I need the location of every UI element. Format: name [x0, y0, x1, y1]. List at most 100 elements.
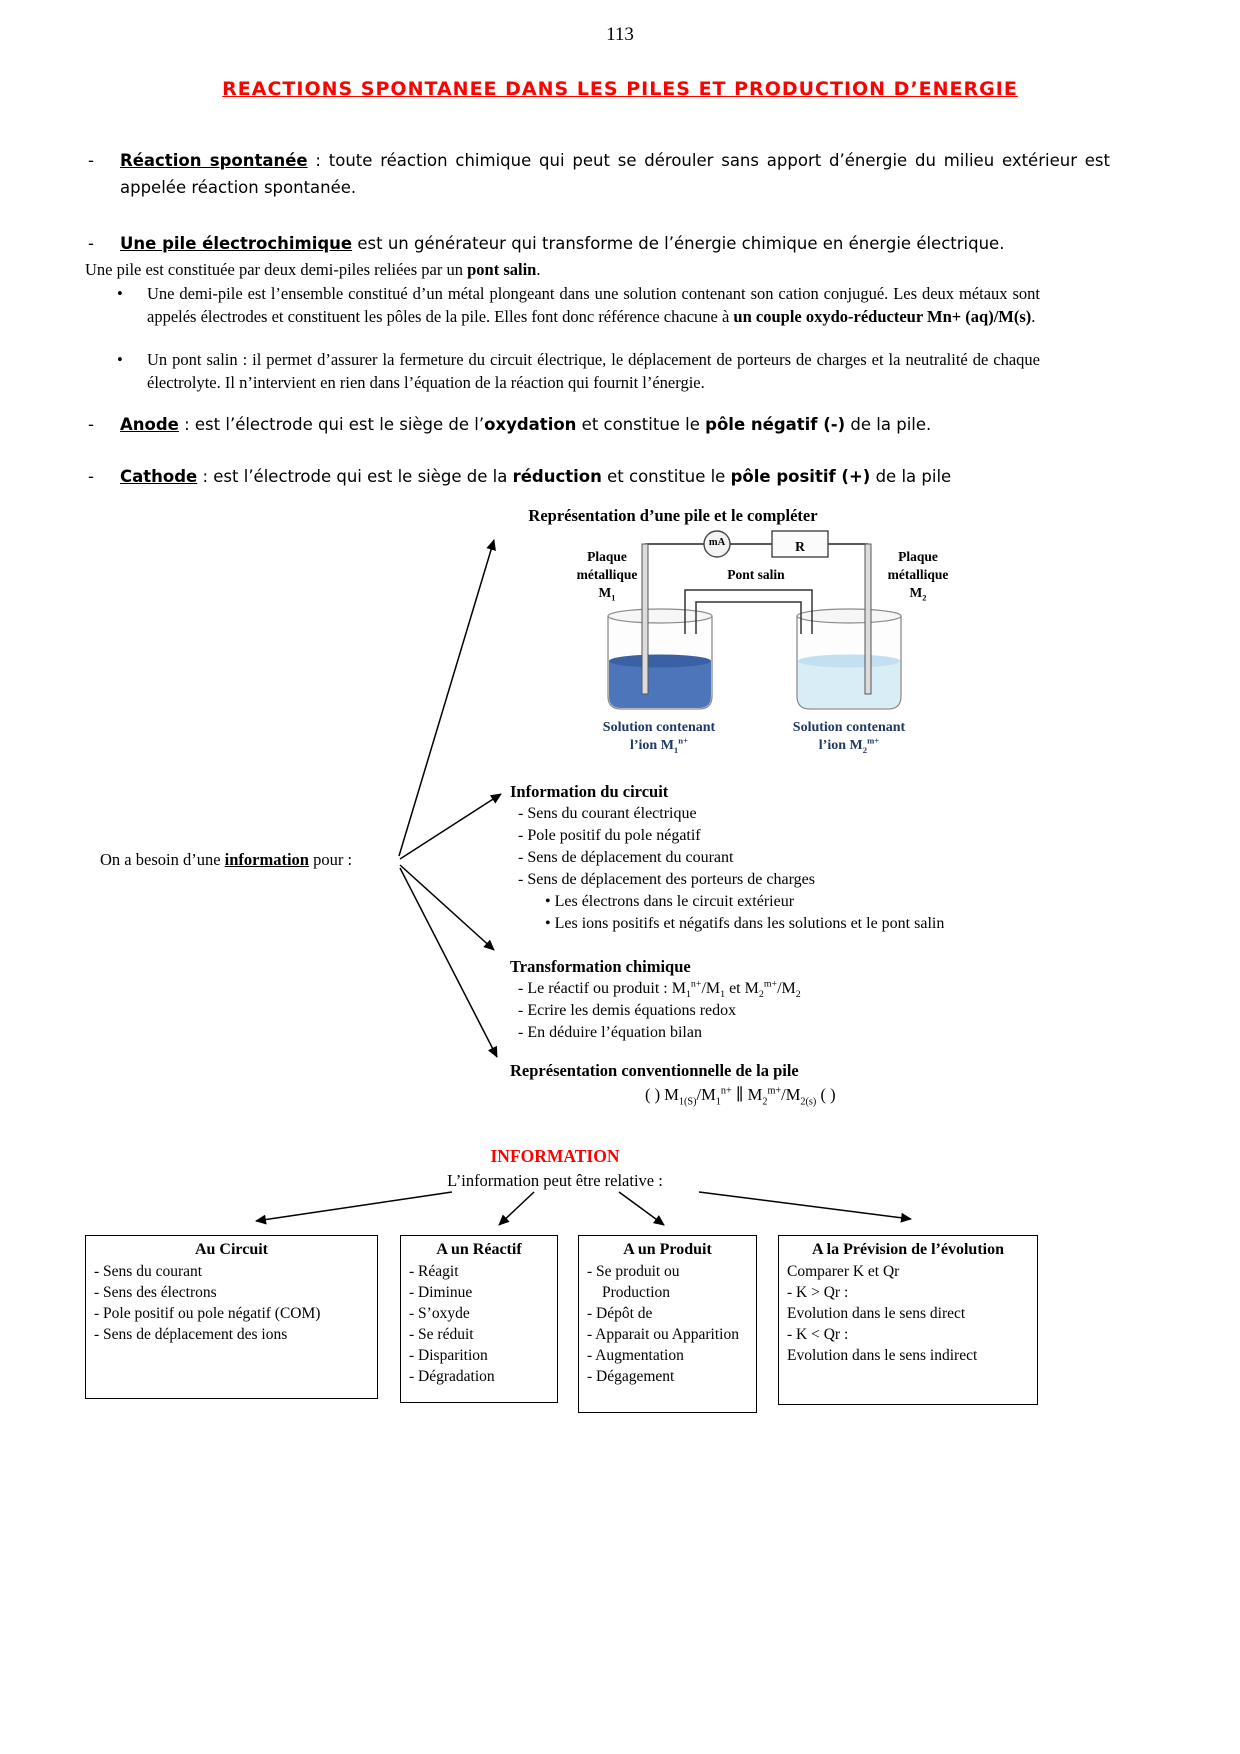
section-title: Transformation chimique: [510, 957, 691, 976]
info-box-au-circuit: Au Circuit - Sens du courant - Sens des …: [85, 1235, 378, 1399]
arrow-to-representation-conventionnelle: [399, 867, 498, 1058]
list-item: - Sens de déplacement des porteurs de ch…: [518, 871, 815, 888]
label-line: Plaque: [898, 549, 938, 564]
box-item: - Diminue: [409, 1284, 473, 1301]
box-item: - K < Qr :: [787, 1326, 849, 1343]
ammeter-label: mA: [708, 537, 726, 548]
box-item: - Disparition: [409, 1347, 488, 1364]
label-line: Solution contenant: [792, 720, 906, 735]
salt-bridge-inner: [695, 601, 802, 634]
text: de la pile: [870, 467, 952, 486]
circuit-svg: [607, 530, 902, 710]
info-box-prevision-evolution: A la Prévision de l’évolution Comparer K…: [778, 1235, 1038, 1405]
section-transformation-chimique: Transformation chimique - Le réactif ou …: [510, 956, 801, 1044]
list-item: - Le réactif ou produit : M1n+/M1 et M2m…: [518, 978, 801, 1001]
superscript: n+: [690, 978, 702, 990]
label-solution-right: Solution contenant l’ion M2m+: [774, 719, 924, 755]
text: On a besoin d’une: [100, 850, 225, 869]
box-item: - Sens de déplacement des ions: [94, 1326, 288, 1343]
electrode-left: [641, 543, 649, 695]
box-item: - Augmentation: [587, 1347, 684, 1364]
subscript: 1: [720, 989, 726, 1001]
superscript: n+: [678, 735, 689, 746]
box-item: - Apparait ou Apparition: [587, 1326, 739, 1343]
box-item: - Sens des électrons: [94, 1284, 217, 1301]
text: de la pile.: [845, 415, 932, 434]
box-item: - K > Qr :: [787, 1284, 849, 1301]
subscript: 2: [758, 989, 764, 1001]
paragraph-body: Cathode : est l’électrode qui est le siè…: [120, 463, 1110, 490]
page-number: 113: [606, 24, 634, 45]
paragraph-body: Une pile électrochimique est un générate…: [120, 230, 1110, 257]
term-reaction-spontanee: Réaction spontanée: [120, 151, 308, 170]
bullet-body: Une demi-pile est l’ensemble constitué d…: [147, 283, 1040, 328]
paragraph-pile-electrochimique: - Une pile électrochimique est un généra…: [88, 230, 1110, 257]
subscript: 1(S): [678, 1096, 697, 1108]
text: .: [536, 260, 541, 279]
info-box-reactif: A un Réactif - Réagit - Diminue - S’oxyd…: [400, 1235, 558, 1403]
subscript: 1: [673, 744, 679, 755]
bold-reduction: réduction: [512, 467, 602, 486]
superscript: m+: [867, 735, 880, 746]
box-title: A un Produit: [623, 1241, 712, 1258]
box-item: - Se réduit: [409, 1326, 474, 1343]
paragraph-cathode: - Cathode : est l’électrode qui est le s…: [88, 463, 1110, 490]
list-item: - Sens de déplacement du courant: [518, 849, 734, 866]
electrode-right: [864, 543, 872, 695]
subscript: 2: [762, 1096, 768, 1108]
definition-text: : toute réaction chimique qui peut se dé…: [120, 151, 1110, 197]
bold-pole-positif: pôle positif (+): [730, 467, 871, 486]
list-subitem: • Les électrons dans le circuit extérieu…: [545, 893, 795, 910]
subscript: 2: [922, 593, 927, 603]
bold-pole-negatif: pôle négatif (-): [705, 415, 846, 434]
bold-couple-oxydo-reducteur: un couple oxydo-réducteur Mn+ (aq)/M(s): [733, 306, 1032, 326]
dash-marker: -: [88, 467, 94, 486]
dash-marker: -: [88, 415, 94, 434]
label-line: Plaque: [587, 549, 627, 564]
subscript: 2: [862, 744, 868, 755]
diagram-title: Représentation d’une pile et le compléte…: [528, 506, 818, 525]
dash-marker: -: [88, 234, 94, 253]
subscript: 2: [795, 989, 801, 1001]
box-item: - Dépôt de: [587, 1305, 653, 1322]
label-line: l’ion M1n+: [629, 735, 689, 755]
subscript: 1: [715, 1096, 721, 1108]
text: et constitue le: [601, 467, 731, 486]
label-line: métallique: [576, 567, 638, 582]
arrow-to-box-circuit: [255, 1191, 453, 1225]
pile-diagram: Représentation d’une pile et le compléte…: [480, 506, 1010, 772]
paragraph-body: Réaction spontanée : toute réaction chim…: [120, 147, 1110, 201]
solution-right-surface: [798, 654, 900, 668]
paragraph-reaction-spontanee: - Réaction spontanée : toute réaction ch…: [88, 147, 1110, 201]
arrow-to-transformation-chimique: [399, 864, 495, 951]
section-representation-conventionnelle: Représentation conventionnelle de la pil…: [510, 1060, 836, 1108]
label-line: M2: [909, 585, 927, 603]
text: pour :: [308, 850, 353, 869]
box-item: Evolution dans le sens indirect: [787, 1347, 978, 1364]
box-item: Comparer K et Qr: [787, 1263, 900, 1280]
bullet-marker: •: [117, 350, 123, 369]
need-information-phrase: On a besoin d’une information pour :: [100, 849, 352, 871]
label-plaque-metallique-m1: Plaque métallique M1: [547, 548, 667, 602]
label-pont-salin: Pont salin: [727, 567, 785, 582]
bullet-demi-pile: • Une demi-pile est l’ensemble constitué…: [117, 283, 1040, 328]
label-line: Solution contenant: [602, 720, 716, 735]
text: : est l’électrode qui est le siège de l’: [178, 415, 485, 434]
box-item: - Sens du courant: [94, 1263, 203, 1280]
list-subitem: • Les ions positifs et négatifs dans les…: [545, 915, 945, 932]
box-item: - Pole positif ou pole négatif (COM): [94, 1305, 321, 1322]
box-title: A la Prévision de l’évolution: [812, 1241, 1004, 1258]
label-line: M1: [598, 585, 616, 603]
text: et constitue le: [576, 415, 706, 434]
term-pile-electrochimique: Une pile électrochimique: [120, 234, 353, 253]
bullet-pont-salin: • Un pont salin : il permet d’assurer la…: [117, 349, 1040, 394]
bullet-marker: •: [117, 284, 123, 303]
dash-marker: -: [88, 151, 94, 170]
page-title: REACTIONS SPONTANEE DANS LES PILES ET PR…: [222, 78, 1018, 100]
box-title: Au Circuit: [194, 1241, 269, 1258]
bold-information: information: [224, 850, 309, 869]
beaker-left-rim: [607, 608, 713, 624]
information-subtitle: L’information peut être relative :: [447, 1171, 663, 1190]
box-title: A un Réactif: [436, 1241, 522, 1258]
